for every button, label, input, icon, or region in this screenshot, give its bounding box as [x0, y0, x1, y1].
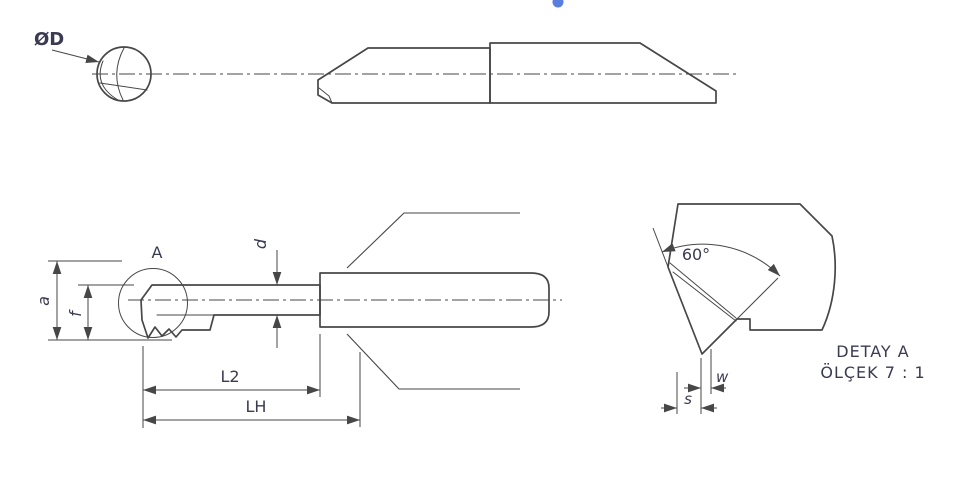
detail-ref-label: A	[152, 243, 163, 262]
angle-ray-right	[736, 277, 779, 320]
dim-w-label: w	[716, 368, 729, 386]
break-line-bottom	[346, 333, 520, 390]
end-view-arc-1	[99, 60, 119, 101]
dim-l2-label: L2	[220, 367, 239, 386]
end-view-chord	[99, 82, 148, 91]
blue-mark	[552, 0, 564, 8]
angle-ray-left	[652, 227, 669, 268]
insert-detail-view	[667, 203, 836, 355]
end-view-arc-2	[116, 47, 125, 101]
insert-tip-detail-top	[318, 87, 333, 104]
side-view-top	[317, 42, 717, 104]
detail-circle	[118, 268, 188, 338]
detail-scale: ÖLÇEK 7 : 1	[820, 363, 925, 382]
dimension-d: d	[251, 238, 282, 348]
angle-label: 60°	[682, 245, 710, 264]
end-view-circle	[96, 46, 152, 102]
insert-main-view	[140, 284, 321, 339]
end-view: ØD	[34, 29, 152, 102]
dimension-lh: LH	[143, 352, 361, 427]
detail-land-line-1	[669, 262, 737, 319]
dimension-s: s	[661, 358, 717, 414]
diameter-label: ØD	[34, 29, 64, 50]
dim-s-label: s	[684, 390, 692, 408]
dimension-f: f	[66, 284, 134, 340]
dimension-angle: 60°	[652, 227, 781, 320]
shank-main-view	[319, 272, 550, 328]
insert-top-view	[317, 47, 491, 104]
break-line-top	[346, 212, 520, 269]
main-view: A a f d L2	[34, 212, 562, 428]
dimension-l2: L2	[142, 334, 321, 428]
detail-land-line-2	[672, 271, 737, 322]
dim-d-label: d	[251, 238, 270, 249]
dimension-a: a	[34, 260, 172, 341]
dimension-w: w	[684, 349, 729, 394]
diameter-leader-line	[51, 49, 100, 63]
dim-lh-label: LH	[246, 397, 267, 416]
dim-f-label: f	[66, 309, 85, 317]
detail-title: DETAY A	[836, 342, 909, 361]
detail-a-view: 60° w s DETAY A ÖLÇEK 7 : 1	[652, 203, 925, 414]
top-views: ØD	[34, 29, 738, 104]
shank-top-view	[489, 42, 717, 104]
dim-a-label: a	[34, 296, 53, 306]
angle-arc	[661, 243, 781, 277]
